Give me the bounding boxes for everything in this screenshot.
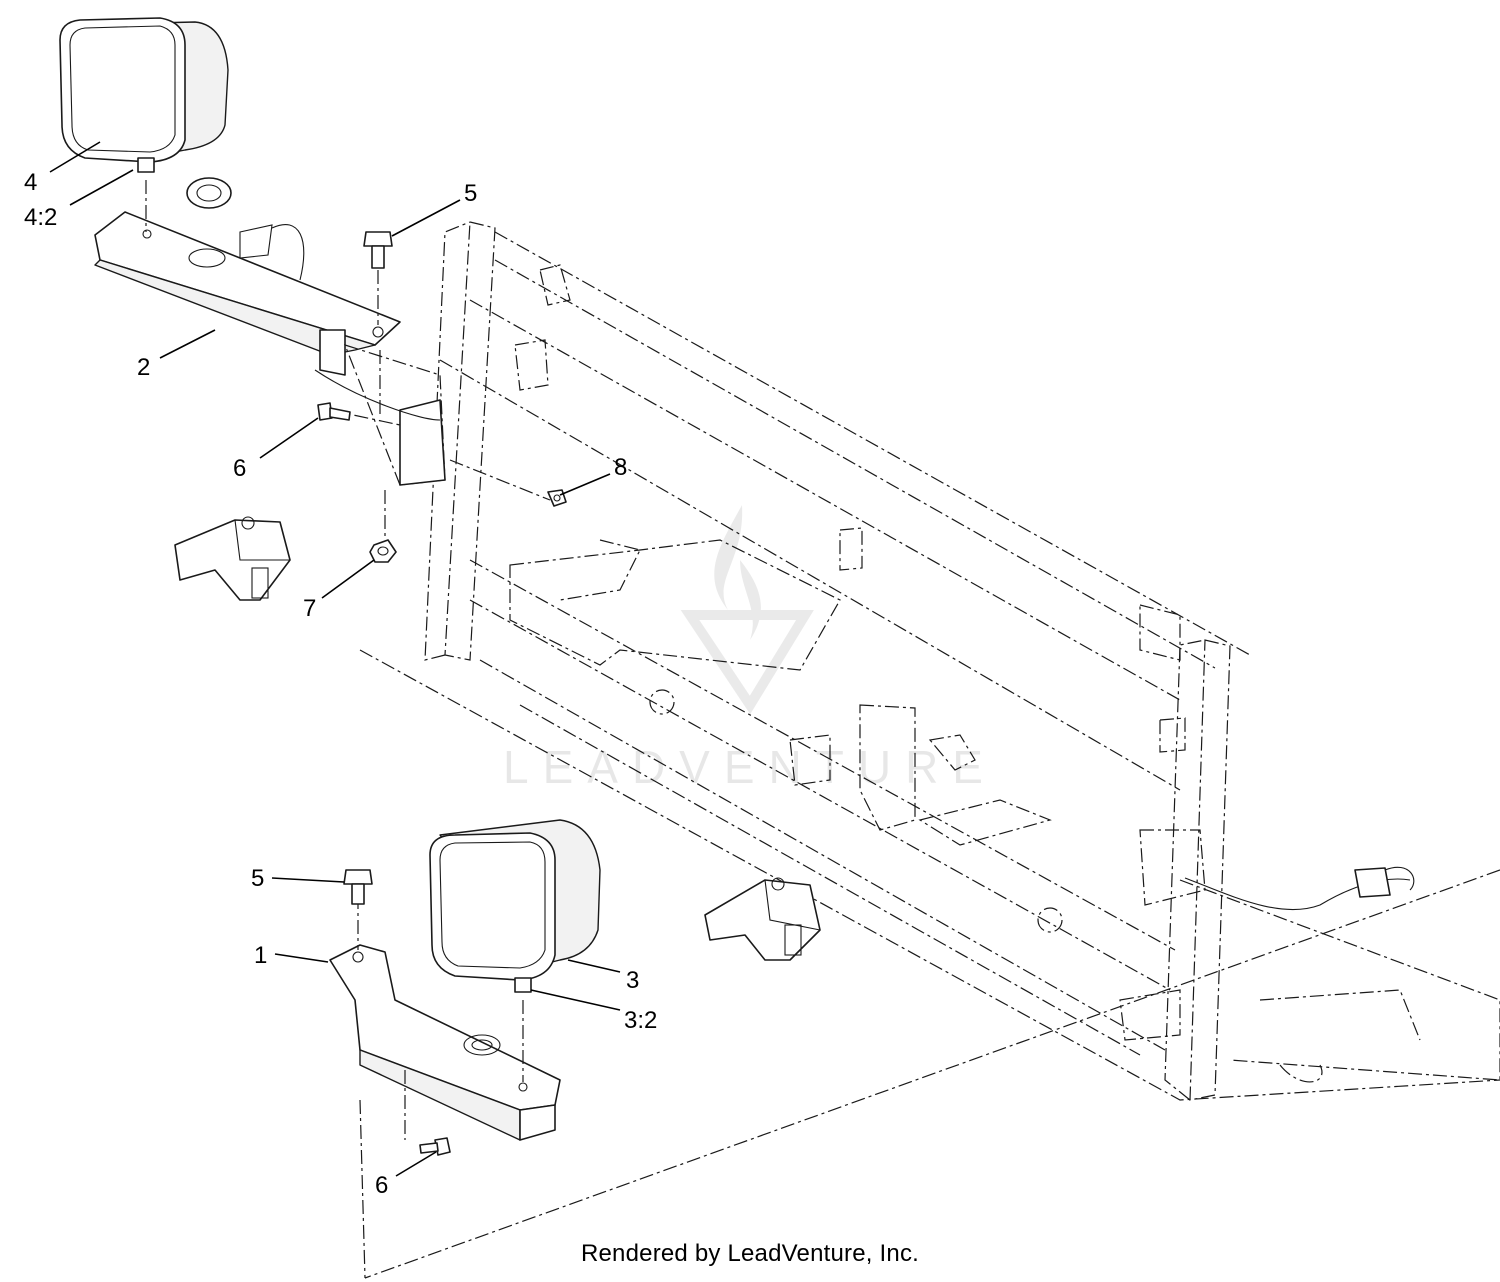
leader-4-2 [69, 169, 134, 206]
bolt-lower-5 [343, 869, 373, 905]
grommet-upper [186, 177, 232, 209]
callout-4-2: 4:2 [24, 204, 57, 231]
bolt-upper-5 [363, 231, 393, 269]
nut-upper-7 [369, 539, 397, 563]
leader-3 [567, 959, 621, 973]
light-bracket-lower [329, 944, 561, 1141]
callout-8: 8 [614, 454, 627, 481]
leader-1 [274, 953, 329, 963]
leader-5-top [391, 199, 461, 237]
leader-2 [159, 329, 216, 359]
callout-3-2: 3:2 [624, 1007, 657, 1034]
leader-8 [559, 473, 611, 496]
callout-5-top: 5 [464, 180, 477, 207]
leader-6-bottom [395, 1151, 437, 1177]
watermark-text: LEADVENTURE [503, 741, 997, 793]
work-light-lower [429, 819, 601, 993]
callout-7: 7 [303, 595, 316, 622]
leader-6-top [259, 417, 319, 459]
callout-5-bottom: 5 [251, 865, 264, 892]
callout-6-bottom: 6 [375, 1172, 388, 1199]
footer-credit: Rendered by LeadVenture, Inc. [580, 1240, 920, 1267]
callout-4: 4 [24, 169, 37, 196]
leader-3-2 [530, 989, 621, 1011]
callout-2: 2 [137, 354, 150, 381]
callout-6-top: 6 [233, 455, 246, 482]
frame-assembly [359, 221, 1500, 1279]
leader-4 [49, 141, 101, 173]
right-mount-bracket [704, 877, 821, 961]
left-mount-bracket [174, 516, 291, 601]
callout-1: 1 [254, 942, 267, 969]
bolt-upper-6 [317, 402, 351, 421]
nut-upper-8 [547, 489, 567, 507]
watermark-logo-icon [680, 505, 814, 715]
work-light-upper [59, 17, 229, 173]
bolt-lower-6 [419, 1137, 451, 1156]
light-bracket-upper [94, 211, 446, 486]
leader-5-bottom [271, 877, 345, 883]
leader-7 [321, 559, 375, 599]
callout-3: 3 [626, 967, 639, 994]
